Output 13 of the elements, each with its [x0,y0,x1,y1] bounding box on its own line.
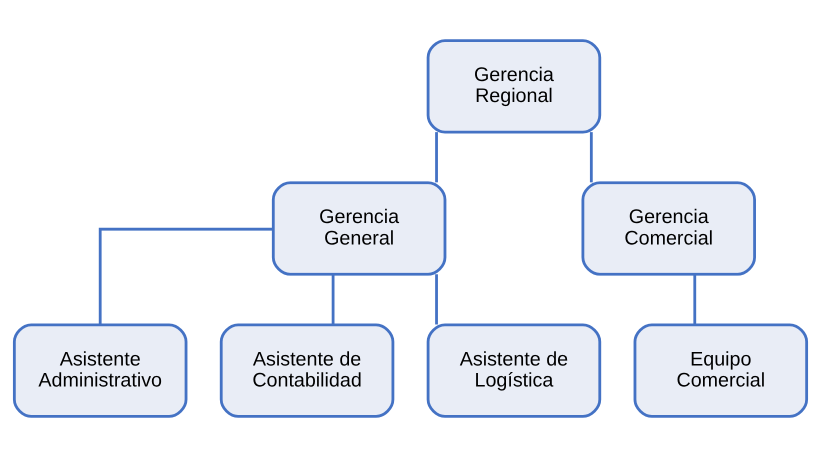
node-box: Equipo Comercial [634,323,808,418]
node-box: Asistente de Contabilidad [220,323,394,418]
connector [435,132,438,182]
node-box: Gerencia Regional [426,38,602,133]
node-box: Gerencia Comercial [581,180,756,276]
connector [98,227,274,324]
connector [435,274,438,324]
connector [590,132,593,182]
connector [332,274,334,324]
node-box: Gerencia General [272,180,446,276]
connector [693,274,696,324]
node-box: Asistente Administrativo [12,323,188,418]
node-box: Asistente de Logística [426,323,602,418]
